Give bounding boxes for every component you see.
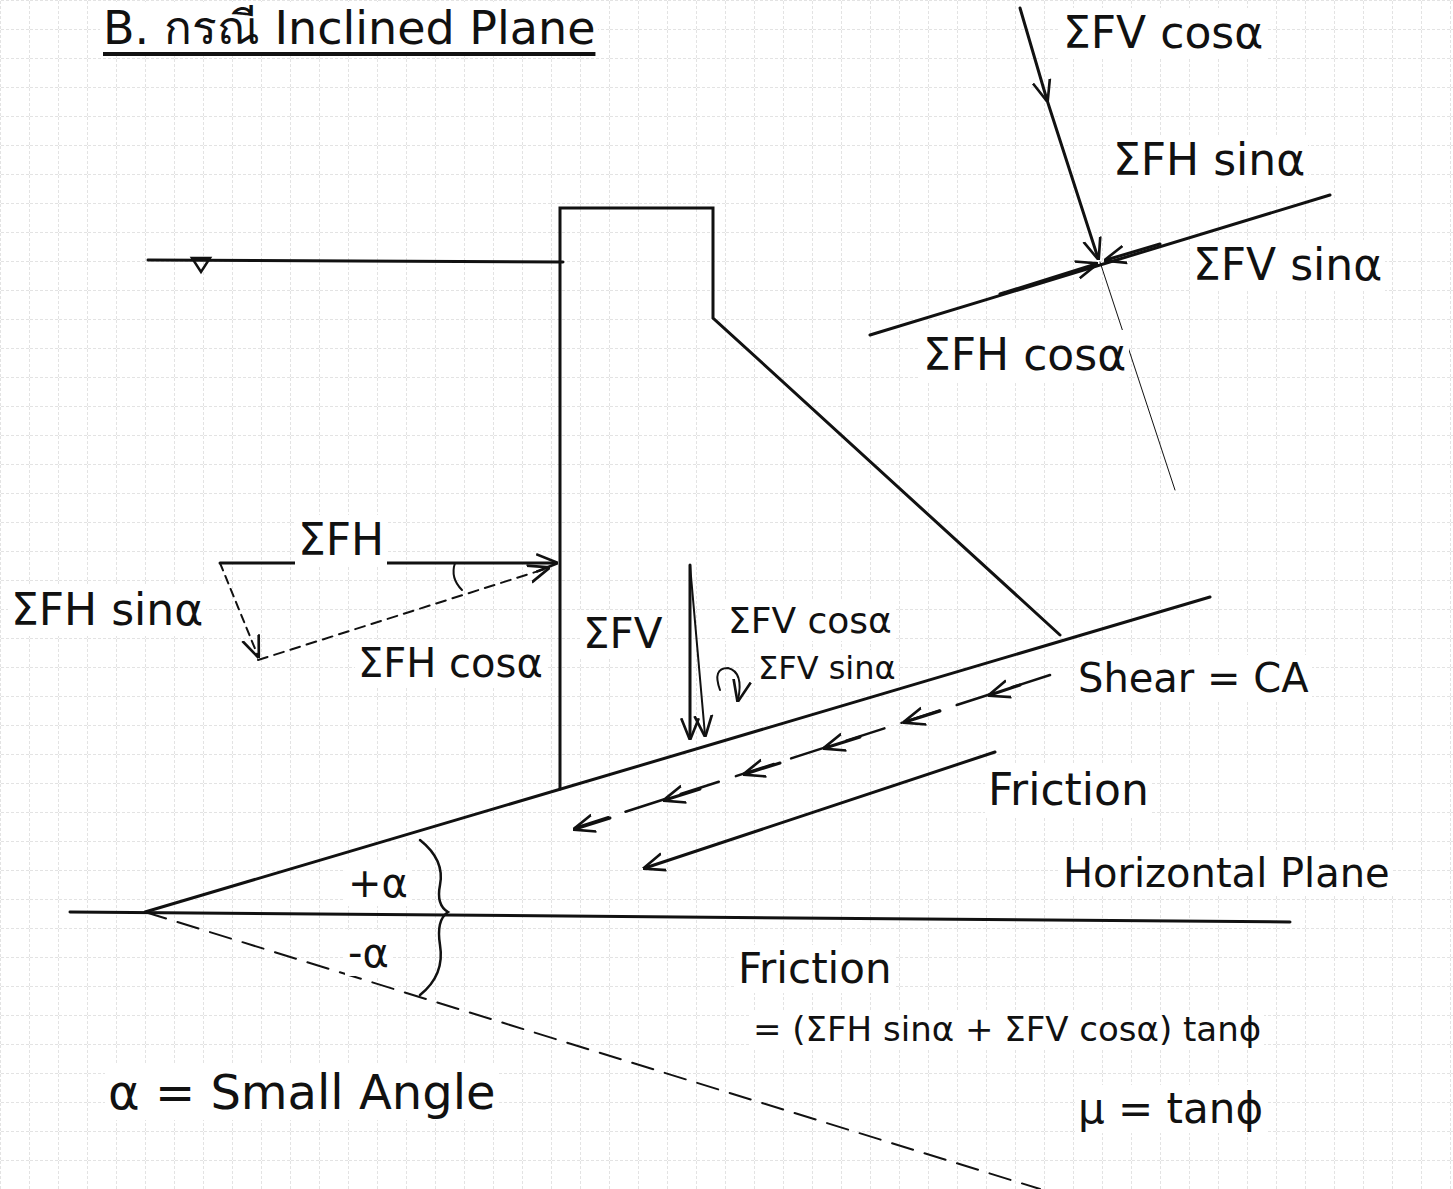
force-label: ΣFV sinα (755, 650, 899, 687)
inclined-plane (145, 597, 1210, 912)
force-label: +α (345, 860, 411, 906)
force-label: = (ΣFH sinα + ΣFV cosα) tanϕ (750, 1010, 1264, 1049)
force-arrow (1106, 244, 1160, 260)
force-label: ΣFH sinα (8, 585, 206, 636)
shear-arrow (990, 685, 1020, 695)
shear-arrow (745, 763, 780, 774)
force-label: ΣFV cosα (1060, 8, 1266, 59)
force-label: ΣFH cosα (920, 330, 1129, 381)
shear-arrow (575, 818, 610, 829)
force-label: α = Small Angle (105, 1065, 499, 1120)
force-label: Friction (735, 945, 895, 993)
force-label: Friction (985, 765, 1152, 816)
dam-outline (560, 208, 1060, 789)
force-arrow (689, 565, 692, 738)
shear-line (575, 675, 1050, 828)
negative-incline (145, 912, 1040, 1189)
force-arrow (1020, 8, 1047, 100)
component-arrow (220, 563, 258, 656)
shear-arrow (665, 789, 700, 800)
force-label: ΣFV sinα (1190, 240, 1385, 291)
angle-arc (454, 563, 462, 590)
component-arrow (690, 565, 705, 735)
force-arrow (1047, 100, 1098, 258)
force-label: ΣFH sinα (1110, 135, 1308, 186)
water-surface (148, 260, 563, 262)
shear-arrow (825, 737, 860, 748)
horizontal-plane (70, 912, 1290, 922)
force-arrow (1000, 264, 1096, 294)
force-label: Shear = CA (1075, 655, 1312, 701)
component-arrow (717, 668, 739, 700)
water-symbol (192, 258, 210, 272)
force-label: ΣFH (295, 515, 387, 566)
shear-arrow (905, 711, 940, 722)
diagram-title: B. กรณี Inclined Plane (100, 2, 598, 55)
force-label: ΣFH cosα (355, 640, 546, 686)
force-label: ΣFV cosα (725, 600, 895, 641)
friction-arrow (645, 752, 995, 868)
force-label: Horizontal Plane (1060, 850, 1393, 896)
force-arrow (220, 562, 556, 565)
angle-brace (420, 840, 448, 995)
force-label: -α (345, 930, 392, 976)
force-label: ΣFV (580, 610, 665, 658)
force-label: μ = tanϕ (1075, 1085, 1266, 1133)
